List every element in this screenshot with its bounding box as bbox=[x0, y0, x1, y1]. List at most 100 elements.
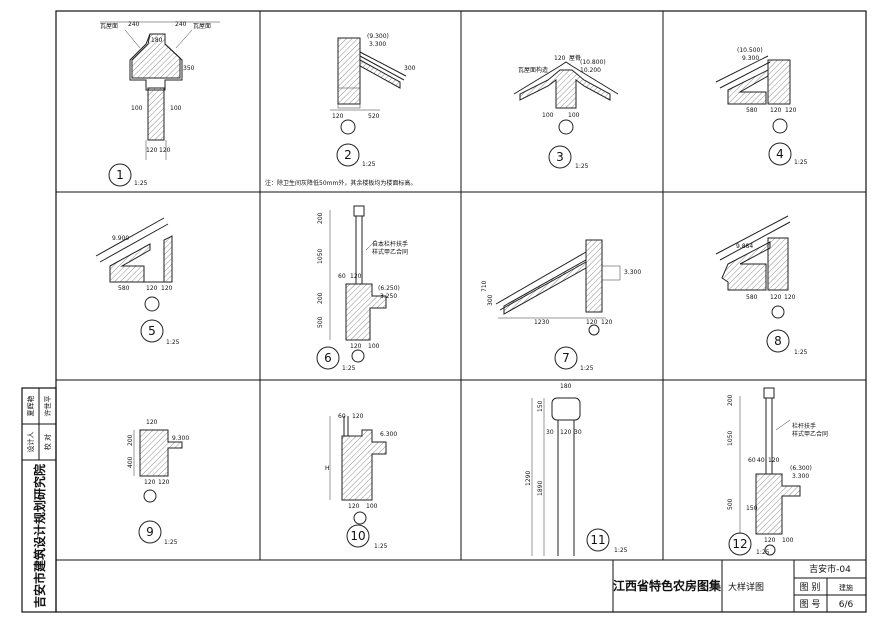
sidebar-block: 夏辉艳 许世平 设计人 校 对 吉安市建筑设计规划研究院 bbox=[21, 387, 57, 613]
dim-label: 710 bbox=[481, 280, 488, 292]
designer-name: 夏辉艳 bbox=[26, 396, 35, 417]
detail-number: 3 bbox=[556, 150, 564, 164]
panel-grid bbox=[56, 11, 866, 561]
dim-label: 120 bbox=[768, 457, 780, 464]
institute-name: 吉安市建筑设计规划研究院 bbox=[32, 464, 47, 608]
scale-label: 1:25 bbox=[134, 180, 148, 187]
sheet-number-label: 图 号 bbox=[800, 599, 821, 610]
detail-number: 11 bbox=[590, 533, 605, 547]
scale-label: 1:25 bbox=[580, 365, 594, 372]
dim-label: 100 bbox=[542, 112, 554, 119]
detail-panel-8: 9.884 580 120 120 8 1:25 bbox=[715, 215, 808, 356]
detail-panel-6: 200 1050 200 500 60 120 (6.250) 3.250 12… bbox=[316, 205, 408, 372]
dim-label: 500 bbox=[317, 316, 324, 328]
detail-panel-10: 60 120 6.300 120 100 H 10 1:25 bbox=[325, 413, 397, 550]
detail-panel-9: 120 200 400 9.300 120 120 9 1:25 bbox=[127, 419, 189, 546]
dim-label: (10.800) bbox=[580, 59, 606, 66]
sheet-number-value: 6/6 bbox=[839, 600, 854, 610]
category-value: 建施 bbox=[839, 583, 853, 592]
role-label: 设计人 bbox=[26, 432, 35, 453]
dim-label: 120 bbox=[348, 503, 360, 510]
dim-label: 120 bbox=[144, 479, 156, 486]
dim-label: 120 bbox=[784, 294, 796, 301]
detail-number: 6 bbox=[324, 351, 332, 365]
title-block: 江西省特色农房图集 大样详图 吉安市-04 图 别 建施 图 号 6/6 bbox=[612, 560, 866, 612]
dim-label: 180 bbox=[560, 383, 572, 390]
drawing-code: 吉安市-04 bbox=[809, 563, 851, 575]
scale-label: 1:25 bbox=[166, 339, 180, 346]
dim-label: 10.200 bbox=[580, 67, 601, 74]
dim-label: 120 bbox=[352, 413, 364, 420]
detail-number-circle bbox=[728, 532, 752, 556]
dim-label: 120 bbox=[146, 147, 158, 154]
dim-label: 100 bbox=[368, 343, 380, 350]
dim-label: 240 bbox=[128, 21, 140, 28]
dim-label: 120 bbox=[601, 319, 613, 326]
dim-label: 30 bbox=[546, 429, 554, 436]
dim-label: 6.300 bbox=[380, 431, 397, 438]
dim-label: 240 bbox=[175, 21, 187, 28]
drawing-note: 注：除卫生间灰降低50mm外，其余楼板均为楼面标高。 bbox=[265, 179, 416, 187]
dim-label: 200 bbox=[127, 434, 134, 446]
dim-label: 9.884 bbox=[736, 243, 753, 250]
dim-label: 30 bbox=[574, 429, 582, 436]
detail-panel-3: 120 屋脊 (10.800) 10.200 瓦屋面构造 100 100 3 1… bbox=[513, 54, 619, 170]
dim-label: 120 bbox=[161, 285, 173, 292]
dim-label: 1890 bbox=[537, 481, 544, 496]
dim-label: 100 bbox=[366, 503, 378, 510]
detail-number: 8 bbox=[774, 334, 782, 348]
dim-label: 9.900 bbox=[112, 235, 129, 242]
detail-number: 7 bbox=[562, 351, 570, 365]
dim-label: 580 bbox=[746, 107, 758, 114]
dim-label: 150 bbox=[537, 400, 544, 412]
detail-panel-2: (9.300) 3.300 120 520 300 2 1:25 注：除卫生间灰… bbox=[265, 33, 416, 187]
detail-panel-5: 9.900 580 120 120 5 1:25 bbox=[95, 217, 180, 346]
scale-label: 1:25 bbox=[164, 539, 178, 546]
dim-label: 3.300 bbox=[369, 41, 386, 48]
detail-number-circle bbox=[766, 329, 790, 353]
dim-label: 520 bbox=[368, 113, 380, 120]
scale-label: 1:25 bbox=[362, 161, 376, 168]
dim-label: 样式甲乙合同 bbox=[792, 430, 828, 438]
detail-number: 4 bbox=[776, 147, 784, 161]
detail-number-circle bbox=[548, 145, 572, 169]
dim-label: 200 bbox=[727, 394, 734, 406]
dim-label: 120 bbox=[554, 55, 566, 62]
detail-panel-1: 瓦屋面 瓦屋面 240 240 180 100 100 350 120 120 … bbox=[100, 21, 220, 187]
detail-panel-4: (10.500) 9.300 580 120 120 4 1:25 bbox=[715, 47, 808, 166]
dim-label: 580 bbox=[746, 294, 758, 301]
scale-label: 1:25 bbox=[756, 549, 770, 556]
drawing-title: 大样详图 bbox=[728, 581, 764, 593]
dim-label: 60 bbox=[338, 273, 346, 280]
dim-label: 60 bbox=[748, 457, 756, 464]
scale-label: 1:25 bbox=[374, 543, 388, 550]
dim-label: 580 bbox=[118, 285, 130, 292]
dim-label: 100 bbox=[782, 537, 794, 544]
dim-label: 40 bbox=[757, 457, 765, 464]
detail-panel-7: 710 300 1230 120 120 3.300 7 1:25 bbox=[481, 239, 641, 372]
detail-number: 12 bbox=[732, 537, 747, 551]
dim-label: 120 bbox=[586, 319, 598, 326]
dim-label: 100 bbox=[131, 105, 143, 112]
detail-number-circle bbox=[138, 520, 162, 544]
dim-label: 栏杆扶手 bbox=[792, 422, 816, 430]
scale-label: 1:25 bbox=[342, 365, 356, 372]
scale-label: 1:25 bbox=[575, 163, 589, 170]
detail-number-circle bbox=[554, 346, 578, 370]
detail-number-circle bbox=[140, 319, 164, 343]
dim-label: 自本栏杆扶手 bbox=[372, 240, 408, 248]
detail-number: 5 bbox=[148, 324, 156, 338]
dim-label: (10.500) bbox=[737, 47, 763, 54]
detail-number-circle bbox=[768, 142, 792, 166]
scale-label: 1:25 bbox=[614, 547, 628, 554]
scale-label: 1:25 bbox=[794, 349, 808, 356]
dim-label: 350 bbox=[183, 65, 195, 72]
dim-label: 瓦屋面 bbox=[100, 23, 118, 30]
dim-label: 瓦屋面 bbox=[193, 23, 211, 30]
dim-label: 60 bbox=[338, 413, 346, 420]
dim-label: 120 bbox=[350, 273, 362, 280]
detail-panel-11: 180 150 30 120 30 1290 1890 11 1:25 bbox=[525, 383, 628, 556]
dim-label: 屋脊 bbox=[569, 54, 581, 62]
dim-label: 120 bbox=[332, 113, 344, 120]
